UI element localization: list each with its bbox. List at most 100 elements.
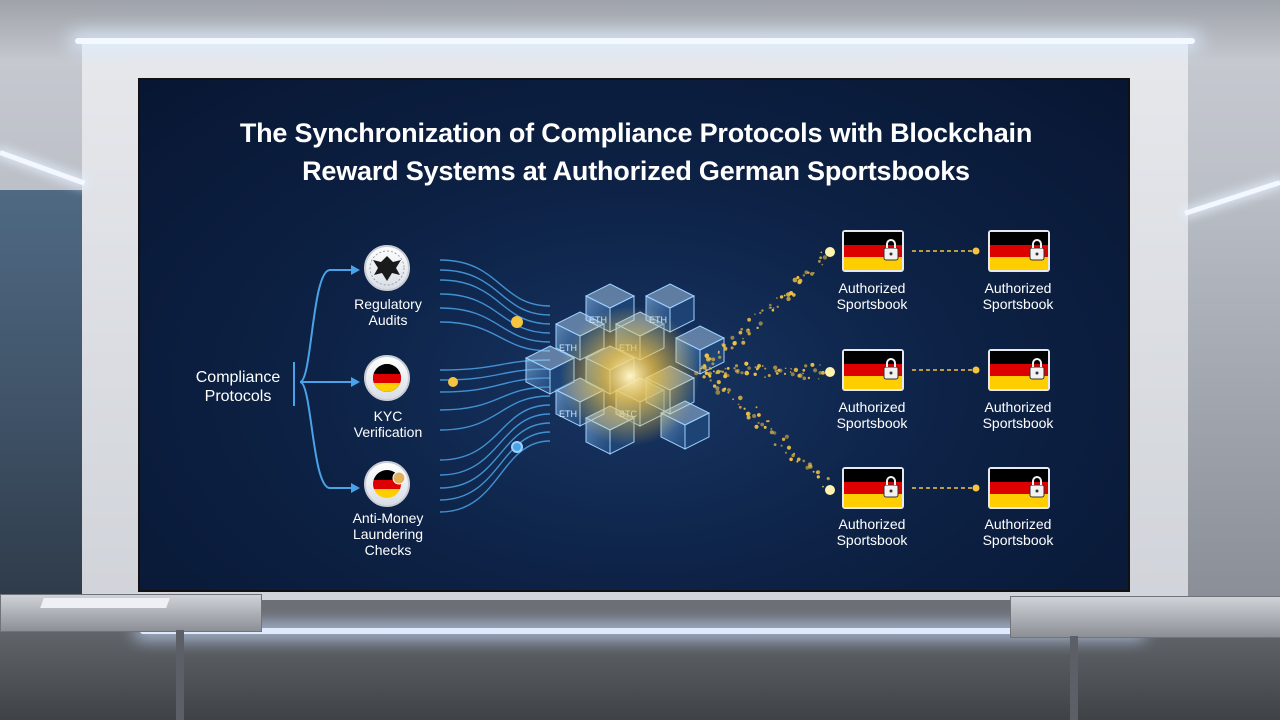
sportsbook-link-node <box>972 484 980 492</box>
reward-particle <box>702 375 706 379</box>
flag-stripe-black <box>844 351 902 364</box>
flag-stripe-black <box>844 469 902 482</box>
reward-particle <box>804 270 809 275</box>
flow-node-gold <box>511 316 523 328</box>
reward-particle <box>707 373 711 377</box>
root-connectors <box>293 269 354 489</box>
reward-particle <box>756 326 759 330</box>
reward-particle <box>773 365 778 370</box>
reward-particle <box>822 485 824 488</box>
reward-particle <box>698 369 701 372</box>
reward-particle <box>704 371 709 375</box>
reward-particle <box>716 380 721 385</box>
reward-particle <box>744 370 750 376</box>
root-node-line-1: Compliance <box>195 369 281 386</box>
title-line-1: The Synchronization of Compliance Protoc… <box>239 118 1033 148</box>
reward-particle <box>727 391 730 394</box>
protocol-flow-lines <box>439 259 551 513</box>
reward-particle <box>807 462 813 467</box>
reward-particle <box>810 362 815 367</box>
reward-particle <box>759 311 762 315</box>
reward-particle <box>734 364 739 368</box>
reward-particle <box>797 457 801 462</box>
flow-line <box>439 259 551 307</box>
sportsbook-label: Authorized Sportsbook <box>816 399 928 431</box>
flow-line <box>439 404 551 461</box>
reward-particle <box>740 327 743 331</box>
sportsbook-line-2: Sportsbook <box>982 532 1054 548</box>
reward-particle <box>718 355 722 359</box>
reward-particle <box>780 444 783 447</box>
reward-particle <box>723 346 728 351</box>
reward-particle <box>703 363 705 366</box>
seal-kyc <box>364 355 410 401</box>
reward-particle <box>757 421 760 425</box>
reward-particle <box>798 278 803 283</box>
sportsbook-line-2: Sportsbook <box>836 296 908 312</box>
reward-particle <box>753 372 757 376</box>
flow-line <box>439 307 551 343</box>
german-flag-seal-icon <box>373 470 401 498</box>
reward-particle <box>819 364 821 366</box>
sportsbook-line-1: Authorized <box>984 516 1052 532</box>
sportsbook-line-1: Authorized <box>838 280 906 296</box>
arrowhead <box>351 377 360 387</box>
sportsbook-line-1: Authorized <box>984 280 1052 296</box>
reward-particle <box>784 434 790 439</box>
cube-right-face <box>684 412 710 450</box>
flow-line <box>439 359 551 371</box>
left-ceiling-light <box>0 150 86 186</box>
reward-particle <box>789 291 794 296</box>
reward-particle <box>756 365 760 370</box>
paper-sheet <box>40 598 170 608</box>
reward-particle <box>747 317 751 322</box>
reward-particle <box>768 306 771 309</box>
reward-particle <box>790 368 792 370</box>
lock-icon <box>883 476 899 498</box>
connector-arrowheads <box>351 265 360 493</box>
lock-keyhole <box>1035 489 1039 493</box>
lock-icon <box>1029 476 1045 498</box>
reward-particle <box>767 420 770 423</box>
reward-particle <box>784 451 788 454</box>
protocol-label-regulatory: Regulatory Audits <box>332 296 444 328</box>
arrowhead <box>351 483 360 493</box>
reward-particle <box>758 321 763 326</box>
sportsbook-line-2: Sportsbook <box>982 415 1054 431</box>
reward-particle <box>822 255 828 260</box>
reward-particle <box>802 376 807 381</box>
reward-particle <box>754 366 757 369</box>
lock-icon <box>883 358 899 380</box>
lock-keyhole <box>1035 371 1039 375</box>
reward-particle <box>719 370 722 373</box>
protocol-label-aml: Anti-Money Laundering Checks <box>332 510 444 558</box>
reward-particle <box>743 407 746 410</box>
sportsbook-card <box>988 230 1050 272</box>
reward-particle <box>783 294 786 297</box>
reward-particle <box>764 367 767 370</box>
lock-shackle <box>1032 358 1042 367</box>
lock-shackle <box>886 358 896 367</box>
german-flag-seal-icon <box>373 364 401 392</box>
sportsbook-label: Authorized Sportsbook <box>962 399 1074 431</box>
reward-particle <box>771 308 775 312</box>
reward-particle <box>778 368 783 373</box>
reward-particle <box>786 445 792 450</box>
sportsbook-card <box>842 230 904 272</box>
reward-particle <box>817 378 820 380</box>
reward-particle <box>706 357 711 362</box>
seal-aml <box>364 461 410 507</box>
reward-particle <box>774 369 778 373</box>
ceiling-light <box>75 38 1195 44</box>
reward-particle <box>826 477 830 481</box>
lock-shackle <box>886 239 896 248</box>
blockchain-core-glow <box>560 306 700 446</box>
reward-particle <box>776 305 779 308</box>
right-wall-panel <box>1188 200 1280 600</box>
reward-particle <box>781 437 786 441</box>
reward-particle <box>730 346 734 350</box>
reward-particle <box>715 386 720 391</box>
reward-particle <box>708 366 712 370</box>
protocol-label-kyc: KYC Verification <box>332 408 444 440</box>
lock-keyhole <box>1035 252 1039 256</box>
